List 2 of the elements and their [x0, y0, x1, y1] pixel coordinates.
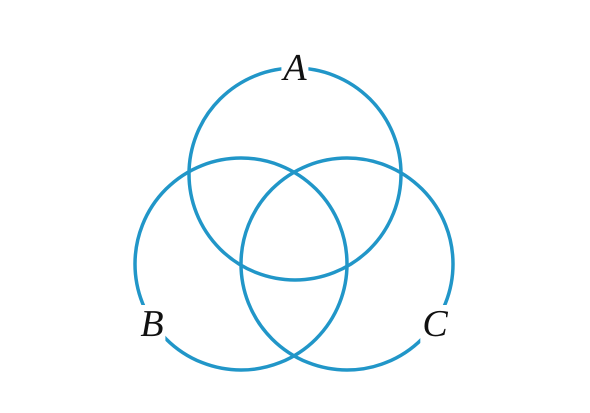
set-label: C [420, 305, 450, 343]
set-label: B [138, 305, 166, 343]
